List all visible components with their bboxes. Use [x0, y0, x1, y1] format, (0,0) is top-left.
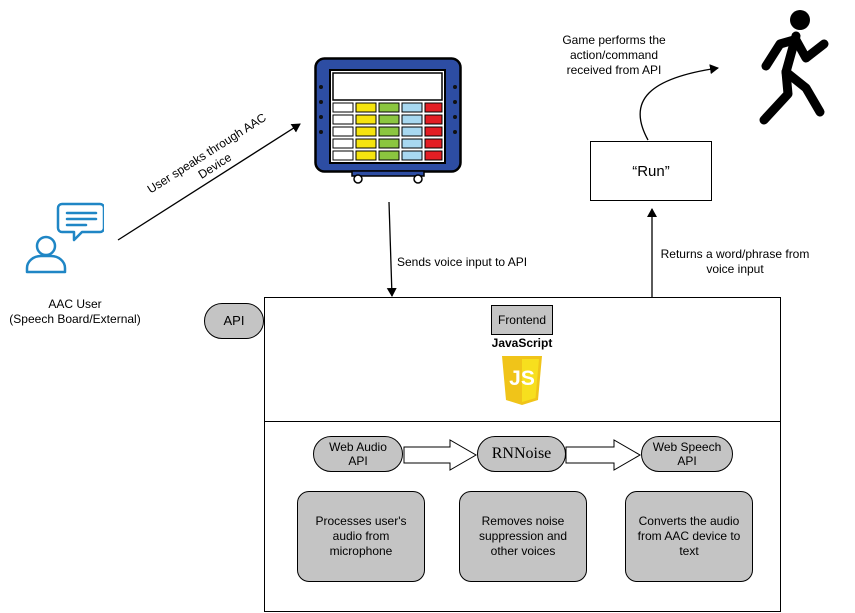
stage-web-speech-description: Converts the audio from AAC device to te…: [625, 491, 753, 582]
stage-web-speech-description-text: Converts the audio from AAC device to te…: [637, 514, 741, 558]
stage-web-speech-api: Web Speech API: [641, 436, 733, 472]
js-badge-text: JS: [509, 367, 535, 390]
stage-web-audio-description-text: Processes user's audio from microphone: [315, 514, 407, 558]
stage-rnnoise: RNNoise: [477, 436, 566, 472]
arrow-webaudio-to-rnnoise: [403, 439, 478, 471]
result-word: “Run”: [632, 162, 670, 180]
aac-device-icon: [314, 57, 462, 184]
api-container: [264, 297, 781, 612]
returns-word-label: Returns a word/phrase from voice input: [660, 247, 810, 276]
aac-user-label: AAC User (Speech Board/External): [0, 297, 150, 327]
stage-web-speech-api-label: Web Speech API: [652, 440, 722, 468]
arrow-device-to-api: [386, 201, 397, 297]
frontend-label-box: Frontend: [491, 305, 553, 335]
javascript-shield-icon: JS: [500, 354, 544, 406]
stage-rnnoise-description: Removes noise suppression and other voic…: [459, 491, 587, 582]
user-speech-icon: [25, 202, 104, 274]
game-performs-label: Game performs the action/command receive…: [562, 33, 666, 77]
sends-voice-label: Sends voice input to API: [397, 255, 528, 269]
stage-rnnoise-description-text: Removes noise suppression and other voic…: [478, 514, 568, 558]
api-badge: API: [204, 303, 264, 339]
javascript-logo-text: JavaScript: [491, 336, 553, 350]
api-divider: [264, 421, 781, 422]
stage-web-audio-description: Processes user's audio from microphone: [297, 491, 425, 582]
aac-user-label-line1: AAC User: [48, 297, 102, 311]
result-word-box: “Run”: [590, 141, 712, 201]
stage-rnnoise-label: RNNoise: [491, 445, 552, 462]
frontend-label: Frontend: [497, 313, 547, 327]
arrow-rnnoise-to-webspeech: [565, 439, 642, 471]
arrow-result-to-game: [639, 64, 719, 141]
aac-user-label-line2: (Speech Board/External): [9, 312, 141, 326]
stage-web-audio-api-label: Web Audio API: [329, 440, 387, 468]
api-badge-label: API: [223, 313, 245, 328]
stage-web-audio-api: Web Audio API: [313, 436, 403, 472]
running-stick-figure: [759, 10, 829, 125]
arrow-user-to-device: [117, 123, 301, 241]
